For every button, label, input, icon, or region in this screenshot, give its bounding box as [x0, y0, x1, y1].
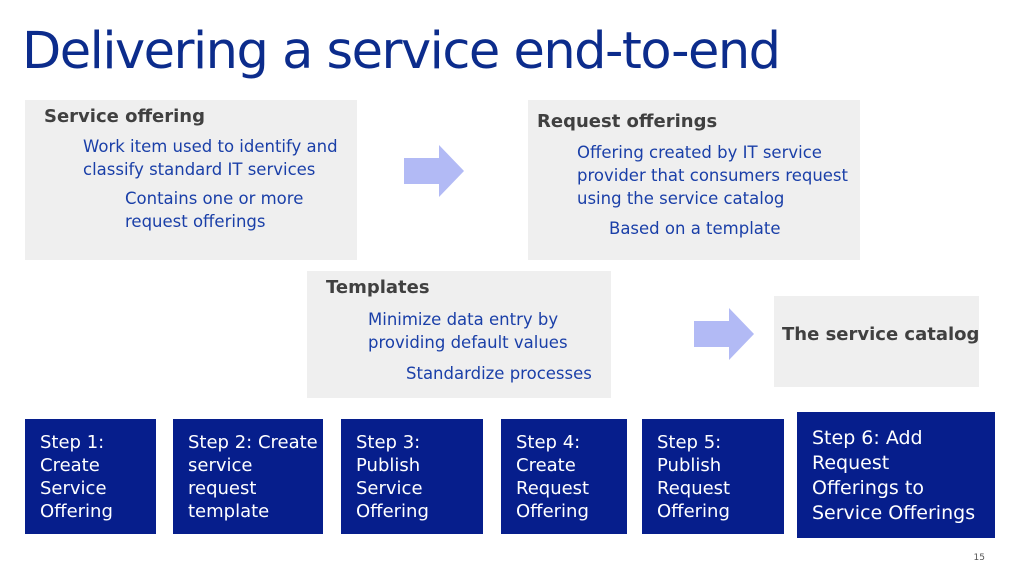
- templates-detail: Standardize processes: [406, 364, 592, 383]
- step-6-box: Step 6: Add Request Offerings to Service…: [797, 412, 995, 538]
- service-catalog-heading: The service catalog: [782, 324, 980, 345]
- service-offering-detail: Contains one or more request offerings: [125, 189, 304, 231]
- step-6-label: Step 6: Add Request Offerings to Service…: [812, 427, 976, 524]
- right-arrow-icon: [694, 308, 754, 360]
- request-offerings-box: Request offerings Offering created by IT…: [528, 100, 860, 260]
- step-4-box: Step 4: Create Request Offering: [501, 419, 627, 534]
- step-1-label: Step 1: Create Service Offering: [40, 432, 113, 522]
- templates-description: Minimize data entry by providing default…: [368, 310, 568, 352]
- step-5-label: Step 5: Publish Request Offering: [657, 432, 731, 522]
- step-5-box: Step 5: Publish Request Offering: [642, 419, 784, 534]
- step-4-label: Step 4: Create Request Offering: [516, 432, 590, 522]
- request-offerings-description: Offering created by IT service provider …: [577, 143, 848, 208]
- step-2-box: Step 2: Create service request template: [173, 419, 323, 534]
- step-3-label: Step 3: Publish Service Offering: [356, 432, 429, 522]
- service-offering-box: Service offering Work item used to ident…: [25, 100, 357, 260]
- request-offerings-heading: Request offerings: [537, 111, 718, 132]
- service-offering-description: Work item used to identify and classify …: [83, 137, 338, 179]
- page-number: 15: [973, 553, 985, 563]
- step-3-box: Step 3: Publish Service Offering: [341, 419, 483, 534]
- service-catalog-box: The service catalog: [774, 296, 979, 387]
- step-1-box: Step 1: Create Service Offering: [25, 419, 156, 534]
- right-arrow-icon: [404, 145, 464, 197]
- request-offerings-detail: Based on a template: [609, 219, 781, 238]
- step-2-label: Step 2: Create service request template: [188, 432, 318, 522]
- service-offering-heading: Service offering: [44, 106, 205, 127]
- page-title: Delivering a service end-to-end: [22, 22, 781, 81]
- templates-box: Templates Minimize data entry by providi…: [307, 271, 611, 398]
- templates-heading: Templates: [326, 277, 430, 298]
